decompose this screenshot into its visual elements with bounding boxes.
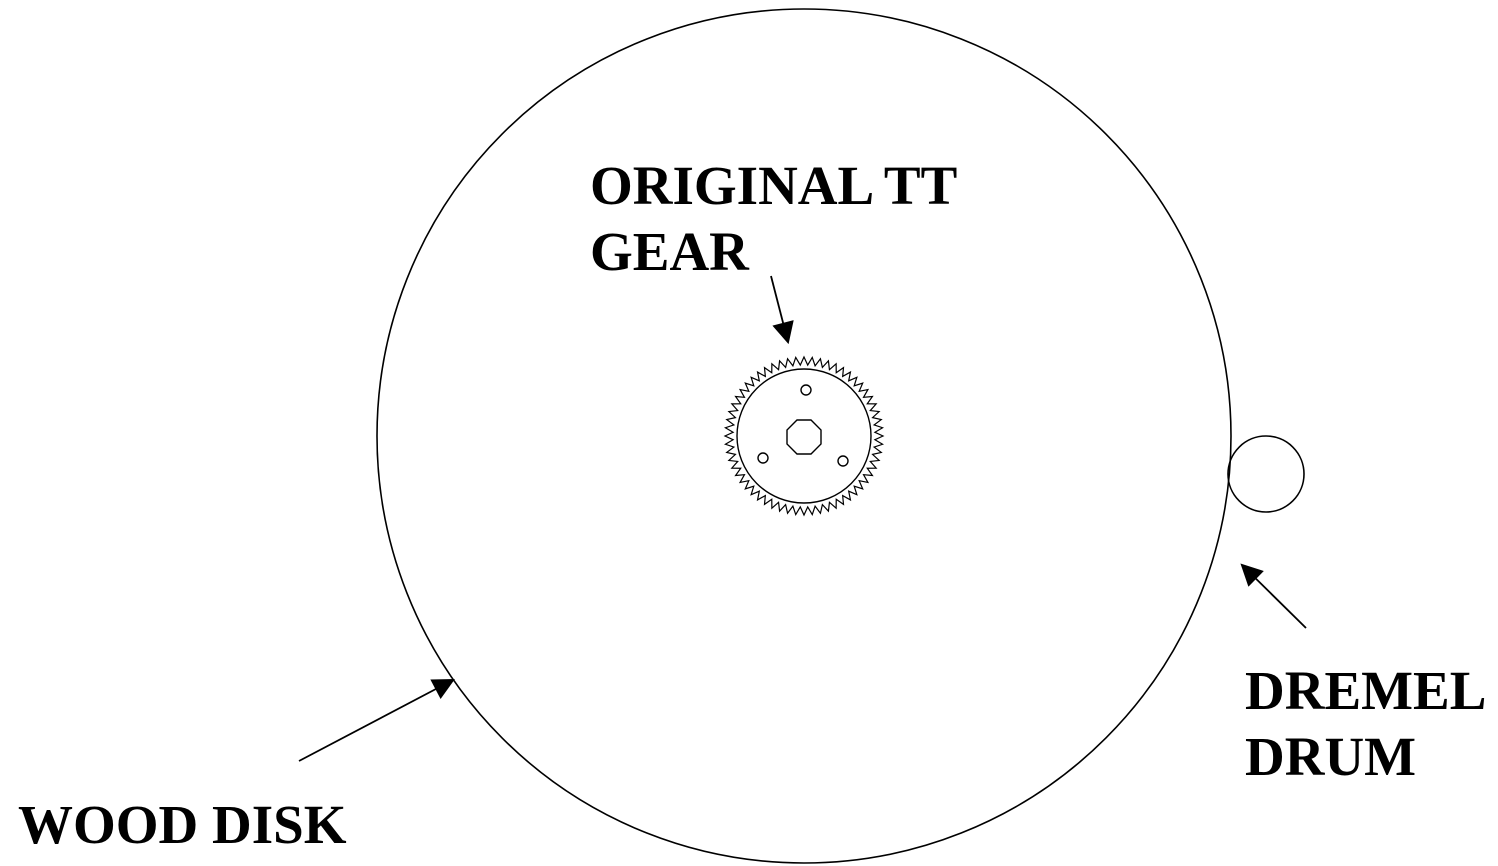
gear-teeth — [723, 355, 885, 517]
dremel-drum-label-line1: DREMEL — [1245, 660, 1487, 721]
gear-center-hole — [786, 419, 822, 455]
dremel-drum-label: DREMEL DRUM — [1245, 658, 1486, 790]
wood-disk-circle — [376, 8, 1232, 864]
disk-pointer-arrow — [298, 678, 455, 762]
gear-mount-hole — [837, 455, 849, 467]
gear-pointer-arrow — [770, 275, 794, 345]
gear-inner-ring — [736, 368, 872, 504]
gear-mount-hole — [757, 452, 769, 464]
original-gear-label: ORIGINAL TT GEAR — [590, 153, 957, 285]
original-gear-label-line2: GEAR — [590, 221, 749, 282]
original-gear-label-line1: ORIGINAL TT — [590, 155, 958, 216]
drum-pointer-arrow — [1240, 563, 1307, 629]
wood-disk-label: WOOD DISK — [18, 792, 347, 858]
dremel-drum-label-line2: DRUM — [1245, 726, 1417, 787]
dremel-drum-circle — [1227, 435, 1305, 513]
gear-mount-hole — [800, 384, 812, 396]
gear-icon — [723, 355, 885, 517]
wood-disk-label-text: WOOD DISK — [18, 794, 347, 855]
